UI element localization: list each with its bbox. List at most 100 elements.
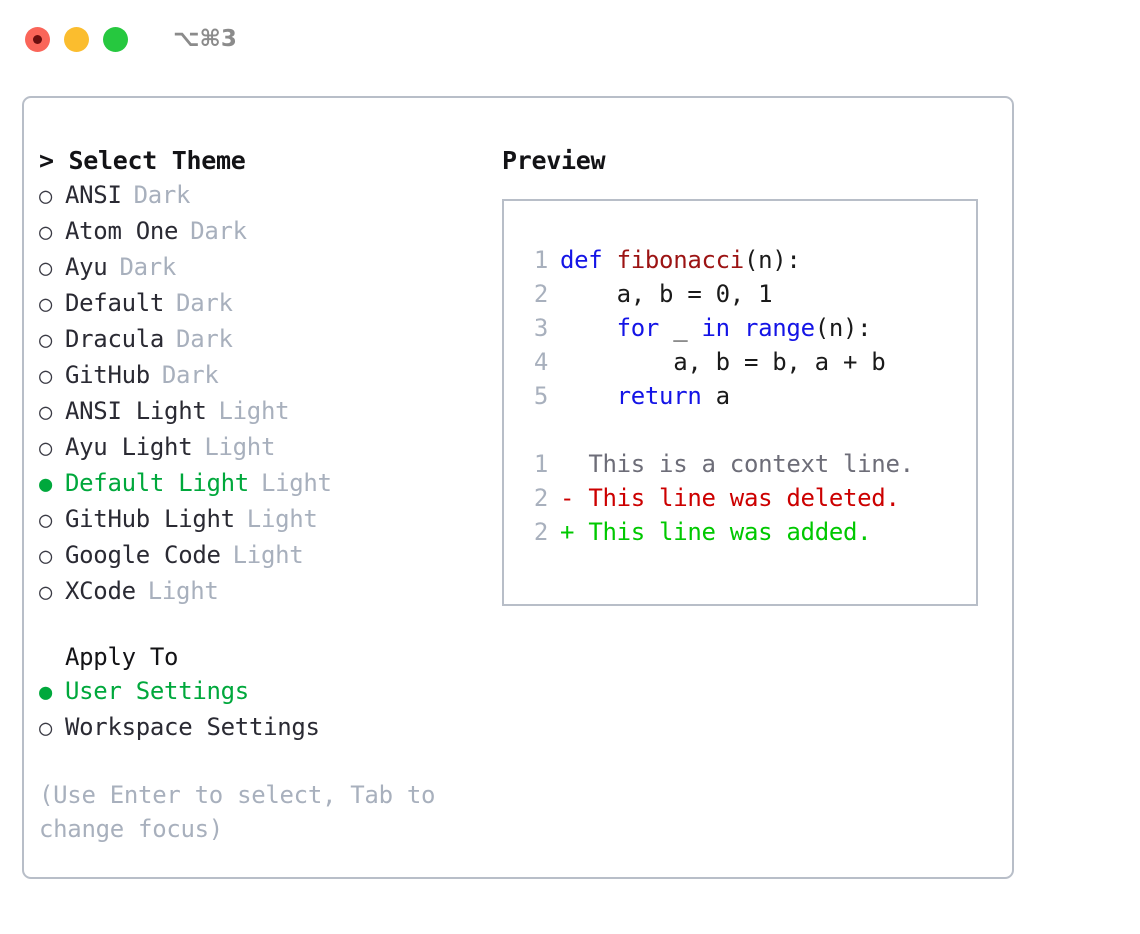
line-number: 4	[533, 348, 548, 376]
theme-option-label: Default	[65, 289, 165, 317]
diff-line: 2- This line was deleted.	[522, 481, 976, 515]
theme-option-label: Default Light	[65, 469, 249, 497]
keyboard-hint-text: (Use Enter to select, Tab to change focu…	[39, 781, 436, 843]
code-token: (n):	[814, 314, 872, 342]
diff-line-text: This is a context line.	[588, 450, 914, 478]
theme-option-category: Light	[232, 541, 304, 569]
apply-to-option-list: ● User Settings ○ Workspace Settings	[39, 674, 489, 746]
theme-option-label: Atom One	[65, 217, 179, 245]
theme-option-label: XCode	[65, 577, 136, 605]
code-token: for	[616, 314, 660, 342]
theme-option-xcode[interactable]: ○ XCode Light	[39, 574, 489, 610]
theme-option-category: Light	[218, 397, 290, 425]
theme-option-category: Dark	[190, 217, 247, 245]
radio-unselected-icon: ○	[39, 580, 52, 605]
radio-unselected-icon: ○	[39, 364, 52, 389]
radio-unselected-icon: ○	[39, 184, 52, 209]
theme-option-label: Google Code	[65, 541, 221, 569]
apply-to-option-workspace-settings[interactable]: ○ Workspace Settings	[39, 710, 489, 746]
diff-line-text: This line was deleted.	[588, 484, 900, 512]
line-number: 3	[533, 314, 548, 342]
code-line: 1 def fibonacci(n):	[522, 243, 976, 277]
radio-unselected-icon: ○	[39, 716, 52, 741]
line-number: 1	[533, 450, 548, 478]
apply-to-header: Apply To	[65, 643, 179, 671]
radio-unselected-icon: ○	[39, 544, 52, 569]
close-button-icon[interactable]	[25, 26, 50, 52]
select-theme-header: > Select Theme	[39, 146, 246, 175]
code-line-content: def fibonacci(n):	[560, 243, 801, 277]
theme-option-label: ANSI	[65, 181, 122, 209]
preview-header: Preview	[502, 146, 606, 175]
diff-line: 2 + This line was added.	[522, 515, 976, 549]
theme-option-label: Ayu	[65, 253, 108, 281]
code-line: 2 a, b = 0, 1	[522, 277, 976, 311]
theme-option-dracula[interactable]: ○ Dracula Dark	[39, 322, 489, 358]
code-token: a	[701, 382, 730, 410]
theme-option-label: GitHub Light	[65, 505, 235, 533]
apply-to-section: Apply To ● User Settings ○ Workspace Settin…	[39, 640, 489, 746]
code-token: def	[560, 246, 617, 274]
close-dot-icon	[33, 34, 42, 44]
radio-selected-icon: ●	[39, 680, 52, 705]
theme-option-label: GitHub	[65, 361, 150, 389]
preview-spacer	[522, 413, 976, 447]
titlebar: ⌥⌘3	[0, 0, 1140, 78]
theme-option-category: Dark	[176, 289, 233, 317]
code-line-content: return a	[560, 379, 731, 413]
code-token: a, b = 0, 1	[560, 280, 773, 308]
code-token: in	[701, 314, 731, 342]
maximize-button-icon[interactable]	[103, 26, 128, 52]
diff-marker: -	[560, 484, 589, 512]
theme-option-category: Light	[147, 577, 219, 605]
line-number: 5	[533, 382, 548, 410]
radio-unselected-icon: ○	[39, 220, 52, 245]
radio-unselected-icon: ○	[39, 328, 52, 353]
theme-option-category: Dark	[176, 325, 233, 353]
code-line: 3 for _ in range(n):	[522, 311, 976, 345]
theme-option-atom-one[interactable]: ○ Atom One Dark	[39, 214, 489, 250]
code-line: 5 return a	[522, 379, 976, 413]
minimize-button-icon[interactable]	[64, 26, 89, 52]
apply-to-option-label: User Settings	[65, 677, 249, 705]
code-token: (n):	[743, 246, 801, 274]
code-token	[560, 314, 617, 342]
code-token: _	[659, 314, 702, 342]
theme-option-category: Light	[204, 433, 276, 461]
code-line-content: a, b = b, a + b	[560, 345, 886, 379]
keyboard-shortcut-label: ⌥⌘3	[173, 26, 237, 52]
code-line: 4 a, b = b, a + b	[522, 345, 976, 379]
radio-unselected-icon: ○	[39, 508, 52, 533]
code-line-content: a, b = 0, 1	[560, 277, 773, 311]
code-token: fibonacci	[616, 246, 745, 274]
apply-to-option-user-settings[interactable]: ● User Settings	[39, 674, 489, 710]
radio-unselected-icon: ○	[39, 400, 52, 425]
theme-option-category: Light	[260, 469, 332, 497]
diff-line: 1 This is a context line.	[522, 447, 976, 481]
apply-to-option-label: Workspace Settings	[65, 713, 320, 741]
line-number: 1	[533, 246, 548, 274]
line-number: 2	[533, 518, 548, 546]
line-number: 2	[533, 484, 548, 512]
diff-line-text: This line was added.	[588, 518, 872, 546]
code-token: return	[616, 382, 702, 410]
theme-option-label: Dracula	[65, 325, 165, 353]
diff-marker	[560, 447, 588, 481]
theme-option-google-code[interactable]: ○ Google Code Light	[39, 538, 489, 574]
diff-marker: +	[560, 518, 589, 546]
